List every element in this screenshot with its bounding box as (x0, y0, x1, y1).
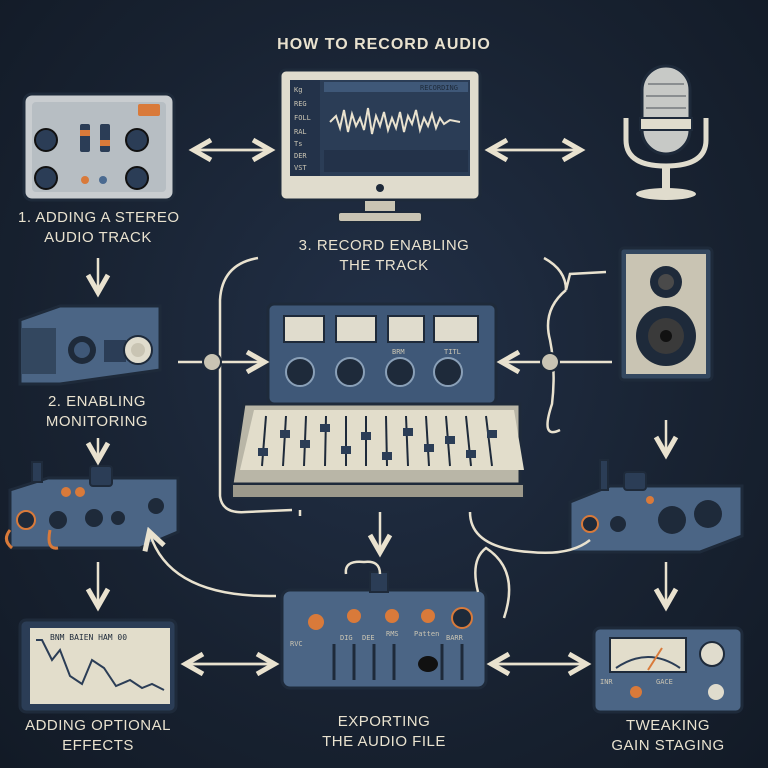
gain-label-block: TWEAKING GAIN STAGING (590, 716, 746, 756)
mixer-label: TITL (444, 348, 461, 356)
step2-label-line1: 2. ENABLING (47, 393, 147, 410)
step2-label-line2: MONITORING (45, 413, 149, 430)
step3-label: 3. RECORD ENABLING THE TRACK (284, 236, 484, 276)
effects-label-line2: EFFECTS (62, 737, 134, 754)
audio-interface-left-icon (5, 461, 180, 550)
export-label: RMS (386, 630, 399, 638)
export-label-line2: THE AUDIO FILE (322, 733, 446, 750)
monitoring-interface-icon (18, 304, 162, 386)
monitor-side-item: DER (294, 152, 307, 160)
step1-label-line1: 1. ADDING A STEREO (18, 209, 180, 226)
step3-label-line1: 3. RECORD ENABLING (298, 237, 470, 254)
gain-label-line2: GAIN STAGING (611, 737, 725, 754)
monitor-side-item: FOLL (294, 114, 311, 122)
export-label: Patten (414, 630, 439, 638)
step1-label: 1. ADDING A STEREO AUDIO TRACK (18, 208, 180, 248)
effects-screen-icon (18, 618, 178, 714)
step1-label-line2: AUDIO TRACK (44, 229, 152, 246)
effects-screen-text: BNM BAIEN HAM 00 (50, 633, 127, 642)
step3-label-line2: THE TRACK (339, 257, 429, 274)
step2-label: 2. ENABLING MONITORING (22, 392, 172, 432)
monitor-side-item: RAL (294, 128, 307, 136)
stereo-track-panel-icon (22, 92, 176, 202)
export-label: DIG (340, 634, 353, 642)
gain-meter-icon (592, 626, 744, 714)
gain-label-line1: TWEAKING (625, 717, 710, 734)
export-label: RVC (290, 640, 303, 648)
monitor-side-item: REG (294, 100, 307, 108)
mixer-label: BRM (392, 348, 405, 356)
export-label-block: EXPORTING THE AUDIO FILE (300, 712, 468, 752)
microphone-icon (623, 64, 709, 200)
monitor-side-item: Kg (294, 86, 302, 94)
gain-label: GACE (656, 678, 673, 686)
audio-interface-right-icon (568, 459, 744, 554)
export-label: DEE (362, 634, 375, 642)
gain-label: INR (600, 678, 613, 686)
export-label-line1: EXPORTING (337, 713, 431, 730)
monitor-side-item: VST (294, 164, 307, 172)
monitor-side-item: Ts (294, 140, 302, 148)
computer-monitor-icon (278, 68, 482, 223)
arrow-export-to-left-box (150, 534, 277, 598)
export-device-icon (280, 571, 488, 690)
export-label: BARR (446, 634, 464, 642)
speaker-icon (618, 246, 714, 382)
effects-label: ADDING OPTIONAL EFFECTS (18, 716, 178, 756)
effects-label-line1: ADDING OPTIONAL (25, 717, 171, 734)
diagram-title: HOW TO RECORD AUDIO (277, 36, 491, 53)
monitor-header-text: RECORDING (420, 84, 458, 92)
mixing-console-icon (230, 302, 525, 499)
